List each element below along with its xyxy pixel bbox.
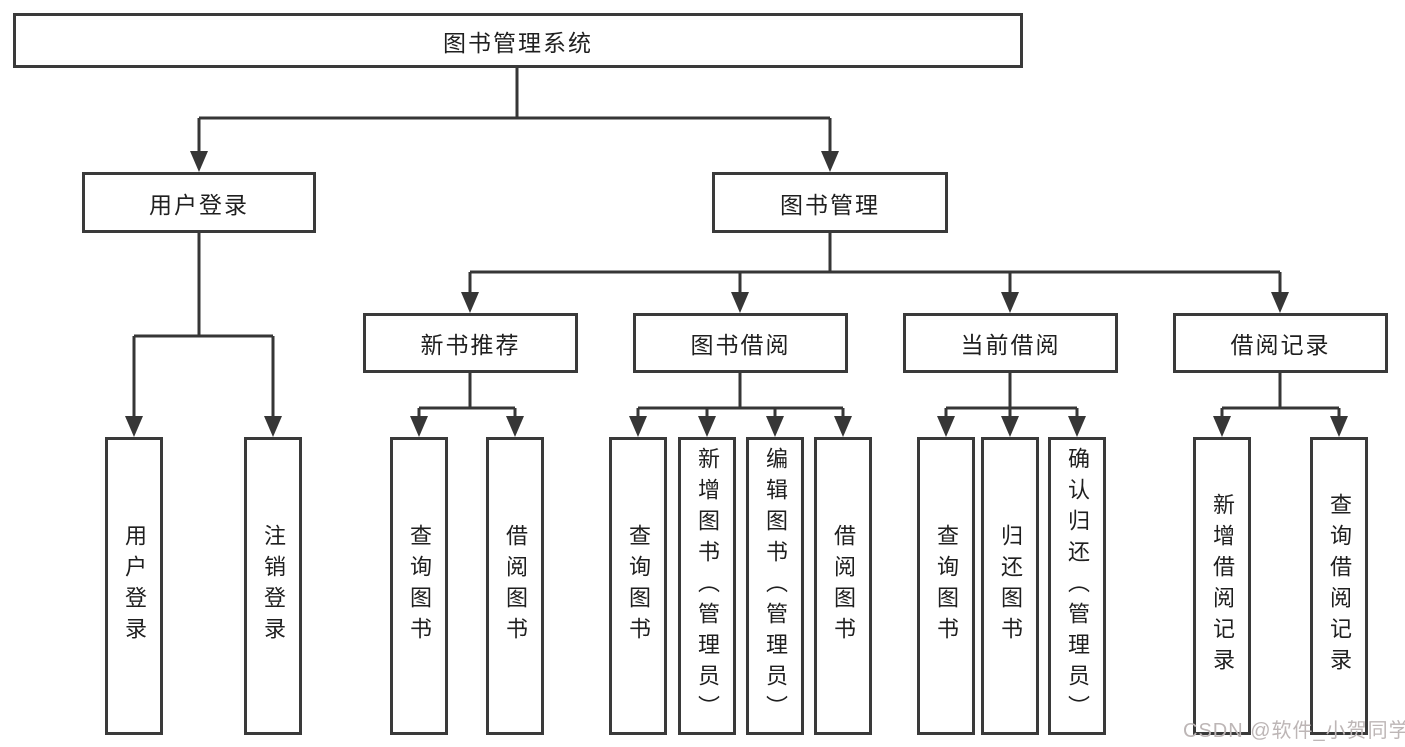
leaf-records-add: 新增借阅记录	[1193, 437, 1251, 735]
arrow-down-icon	[1330, 416, 1348, 437]
leaf-newbook-query-label: 查询图书	[407, 524, 432, 648]
leaf-borrowing-query-label: 查询图书	[626, 524, 651, 648]
node-book-borrowing: 图书借阅	[633, 313, 848, 373]
leaf-borrowing-borrow-label: 借阅图书	[831, 524, 856, 648]
arrow-down-icon	[821, 151, 839, 172]
connector-borrowing-split	[636, 373, 845, 424]
leaf-records-query-label: 查询借阅记录	[1327, 493, 1352, 679]
arrow-down-icon	[834, 416, 852, 437]
node-current-borrowing-label: 当前借阅	[960, 332, 1061, 358]
arrow-down-icon	[410, 416, 428, 437]
leaf-current-confirm-label: 确认归还（管理员）	[1065, 446, 1090, 726]
arrow-down-icon	[1068, 416, 1086, 437]
leaf-logout-label: 注销登录	[261, 524, 286, 648]
arrow-down-icon	[766, 416, 784, 437]
node-root-label: 图书管理系统	[443, 29, 593, 56]
arrow-down-icon	[1271, 292, 1289, 313]
arrow-down-icon	[629, 416, 647, 437]
connector-records-split	[1220, 373, 1341, 424]
node-borrow-records-label: 借阅记录	[1230, 332, 1331, 358]
leaf-newbook-borrow-label: 借阅图书	[503, 524, 528, 648]
node-user-login: 用户登录	[82, 172, 316, 233]
leaf-current-query: 查询图书	[917, 437, 975, 735]
leaf-newbook-query: 查询图书	[390, 437, 448, 735]
connector-current-split	[944, 373, 1079, 424]
arrow-down-icon	[264, 416, 282, 437]
leaf-current-return-label: 归还图书	[998, 524, 1023, 648]
connector-user-login-split	[132, 233, 275, 424]
leaf-borrowing-query: 查询图书	[609, 437, 667, 735]
leaf-borrowing-edit-label: 编辑图书（管理员）	[763, 446, 788, 726]
arrow-down-icon	[461, 292, 479, 313]
arrow-down-icon	[937, 416, 955, 437]
leaf-current-confirm: 确认归还（管理员）	[1048, 437, 1106, 735]
arrow-down-icon	[731, 292, 749, 313]
leaf-borrowing-add-label: 新增图书（管理员）	[695, 446, 720, 726]
node-book-borrowing-label: 图书借阅	[690, 332, 791, 358]
node-root: 图书管理系统	[13, 13, 1023, 68]
csdn-watermark: CSDN @软件_小贺同学	[1183, 720, 1405, 742]
node-new-book-rec: 新书推荐	[363, 313, 578, 373]
leaf-borrowing-edit: 编辑图书（管理员）	[746, 437, 804, 735]
node-book-mgmt: 图书管理	[712, 172, 948, 233]
leaf-records-query: 查询借阅记录	[1310, 437, 1368, 735]
node-new-book-rec-label: 新书推荐	[420, 332, 521, 358]
arrow-down-icon	[1213, 416, 1231, 437]
connector-root-split	[197, 68, 832, 158]
leaf-logout: 注销登录	[244, 437, 302, 735]
node-current-borrowing: 当前借阅	[903, 313, 1118, 373]
leaf-current-query-label: 查询图书	[934, 524, 959, 648]
leaf-user-login: 用户登录	[105, 437, 163, 735]
node-book-mgmt-label: 图书管理	[780, 191, 880, 218]
arrow-down-icon	[125, 416, 143, 437]
arrow-down-icon	[1001, 292, 1019, 313]
leaf-user-login-label: 用户登录	[122, 524, 147, 648]
leaf-borrowing-borrow: 借阅图书	[814, 437, 872, 735]
node-user-login-label: 用户登录	[149, 191, 249, 218]
leaf-records-add-label: 新增借阅记录	[1210, 493, 1235, 679]
arrow-down-icon	[190, 151, 208, 172]
arrow-down-icon	[506, 416, 524, 437]
connector-book-mgmt-split	[468, 233, 1282, 300]
leaf-borrowing-add: 新增图书（管理员）	[678, 437, 736, 735]
node-borrow-records: 借阅记录	[1173, 313, 1388, 373]
leaf-newbook-borrow: 借阅图书	[486, 437, 544, 735]
leaf-current-return: 归还图书	[981, 437, 1039, 735]
arrow-down-icon	[698, 416, 716, 437]
arrow-down-icon	[1001, 416, 1019, 437]
connector-new-book-split	[417, 373, 517, 424]
